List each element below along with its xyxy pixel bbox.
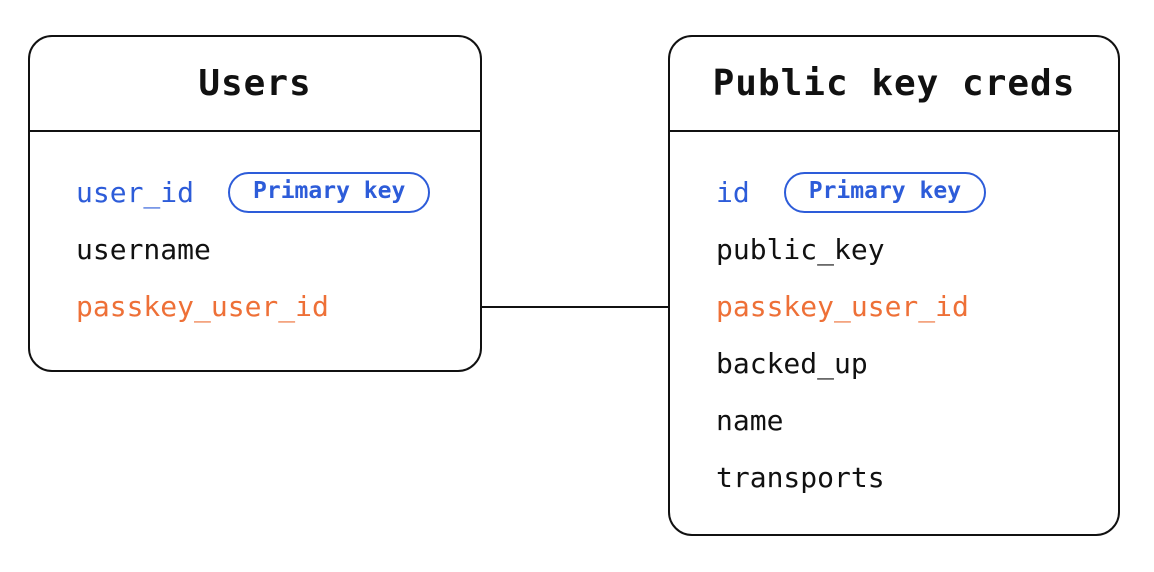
primary-key-badge: Primary key: [228, 171, 431, 214]
table-row: id Primary key: [716, 164, 1118, 221]
table-row: public_key: [716, 221, 1118, 278]
field-name-id: id: [716, 175, 750, 209]
table-users-fields: user_id Primary key username passkey_use…: [30, 132, 480, 335]
table-row: user_id Primary key: [76, 164, 480, 221]
table-row: backed_up: [716, 335, 1118, 392]
field-name-backed-up: backed_up: [716, 346, 868, 380]
field-name-name: name: [716, 403, 784, 437]
table-row: name: [716, 392, 1118, 449]
table-public-key-creds-fields: id Primary key public_key passkey_user_i…: [670, 132, 1118, 506]
field-name-user-id: user_id: [76, 175, 195, 209]
table-public-key-creds: Public key creds id Primary key public_k…: [668, 35, 1120, 536]
table-row: transports: [716, 449, 1118, 506]
field-name-username: username: [76, 232, 211, 266]
table-row: passkey_user_id: [716, 278, 1118, 335]
relationship-line: [482, 306, 668, 308]
field-name-transports: transports: [716, 460, 885, 494]
table-users: Users user_id Primary key username passk…: [28, 35, 482, 372]
field-name-public-key: public_key: [716, 232, 885, 266]
primary-key-badge: Primary key: [783, 171, 987, 214]
table-public-key-creds-title: Public key creds: [670, 37, 1118, 132]
table-users-title: Users: [30, 37, 480, 132]
table-row: username: [76, 221, 480, 278]
field-name-passkey-user-id: passkey_user_id: [76, 289, 329, 323]
field-name-passkey-user-id: passkey_user_id: [716, 289, 969, 323]
table-row: passkey_user_id: [76, 278, 480, 335]
